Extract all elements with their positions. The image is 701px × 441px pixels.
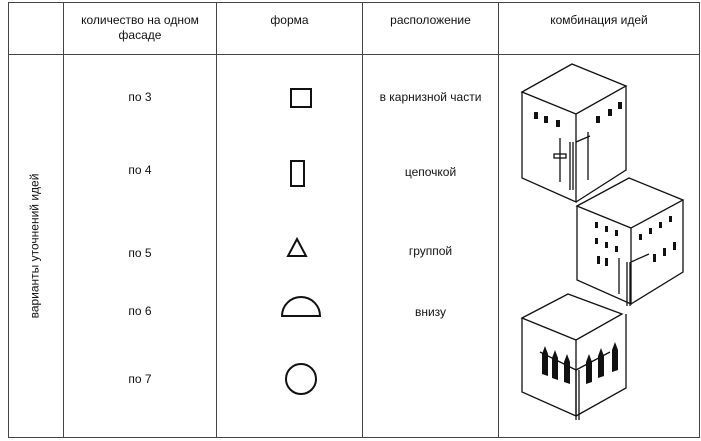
table-border-left bbox=[8, 2, 9, 438]
side-label-cell: варианты уточнений идей bbox=[10, 56, 58, 436]
table-border-right bbox=[699, 2, 700, 438]
column-divider-3 bbox=[362, 2, 363, 438]
header-count: количество на одном фасаде bbox=[81, 13, 199, 42]
count-4: по 4 bbox=[128, 163, 152, 177]
circle-icon bbox=[285, 363, 317, 395]
side-label: варианты уточнений идей bbox=[27, 173, 42, 319]
placement-bottom: внизу bbox=[414, 305, 447, 319]
square-icon bbox=[290, 88, 312, 108]
header-combination: комбинация идей bbox=[550, 13, 648, 27]
house-cube-chain-windows bbox=[575, 177, 685, 306]
header-placement: расположение bbox=[390, 13, 471, 27]
table-border-top bbox=[8, 2, 700, 3]
header-divider bbox=[8, 54, 700, 55]
house-cube-group-windows bbox=[520, 293, 627, 420]
triangle-icon bbox=[286, 236, 308, 257]
column-divider-4 bbox=[498, 2, 499, 438]
table-border-bottom bbox=[8, 437, 700, 438]
placement-group: группой bbox=[408, 244, 453, 258]
header-shape: форма bbox=[270, 13, 309, 27]
count-3: по 3 bbox=[128, 90, 152, 104]
placement-cornice: в карнизной части bbox=[379, 90, 482, 104]
column-divider-2 bbox=[216, 2, 217, 438]
house-cube-top-windows bbox=[520, 63, 628, 204]
count-6: по 6 bbox=[128, 304, 152, 318]
count-5: по 5 bbox=[128, 246, 152, 260]
placement-chain: цепочкой bbox=[404, 165, 457, 179]
tall-rectangle-icon bbox=[290, 160, 305, 187]
count-7: по 7 bbox=[128, 372, 152, 386]
column-divider-1 bbox=[63, 2, 64, 438]
semicircle-icon bbox=[280, 296, 322, 317]
